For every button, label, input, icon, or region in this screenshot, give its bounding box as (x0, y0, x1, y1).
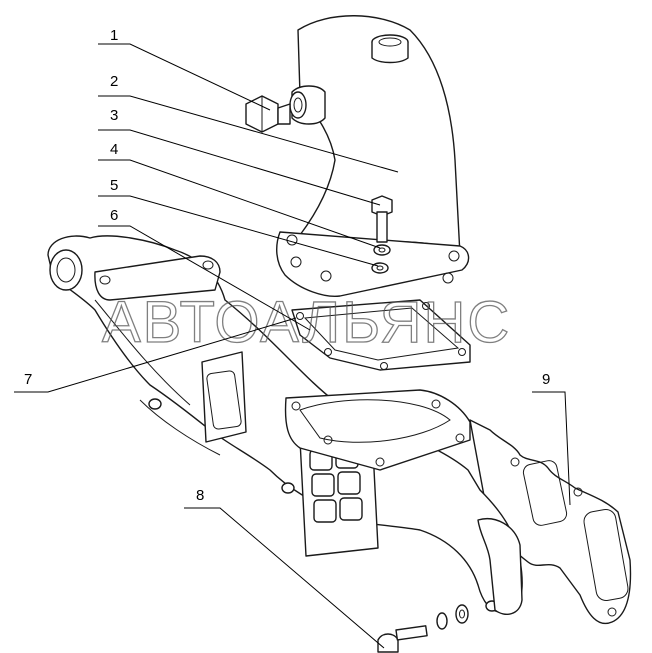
leader-6 (98, 225, 311, 331)
callout-5: 5 (110, 177, 118, 194)
callout-8: 8 (196, 487, 204, 504)
callout-1: 1 (110, 27, 118, 44)
callout-4: 4 (110, 141, 118, 158)
leader-3 (98, 129, 381, 206)
leader-1 (98, 43, 271, 111)
callout-leaders (14, 43, 571, 649)
leader-8 (184, 507, 385, 649)
part-3-bolt (371, 195, 393, 243)
part-2-exhaust-elbow (276, 15, 470, 297)
leader-4 (98, 159, 381, 249)
part-8-bolt (377, 604, 469, 653)
leader-5 (98, 195, 379, 267)
callout-numbers: 1 2 3 4 5 6 7 8 9 (24, 27, 550, 504)
callout-6: 6 (110, 207, 118, 224)
callout-7: 7 (24, 371, 32, 388)
part-7-flange-gasket (291, 299, 471, 371)
callout-9: 9 (542, 371, 550, 388)
leader-2 (98, 95, 399, 173)
part-9-manifold-gasket (469, 419, 632, 625)
part-1-plug (245, 95, 291, 133)
part-6-exhaust-manifold (47, 235, 523, 616)
callout-3: 3 (110, 107, 118, 124)
leader-7 (14, 317, 297, 393)
callout-2: 2 (110, 73, 118, 90)
watermark-text: АВТОАЛЬЯНС (102, 290, 511, 355)
leader-9 (532, 391, 571, 506)
